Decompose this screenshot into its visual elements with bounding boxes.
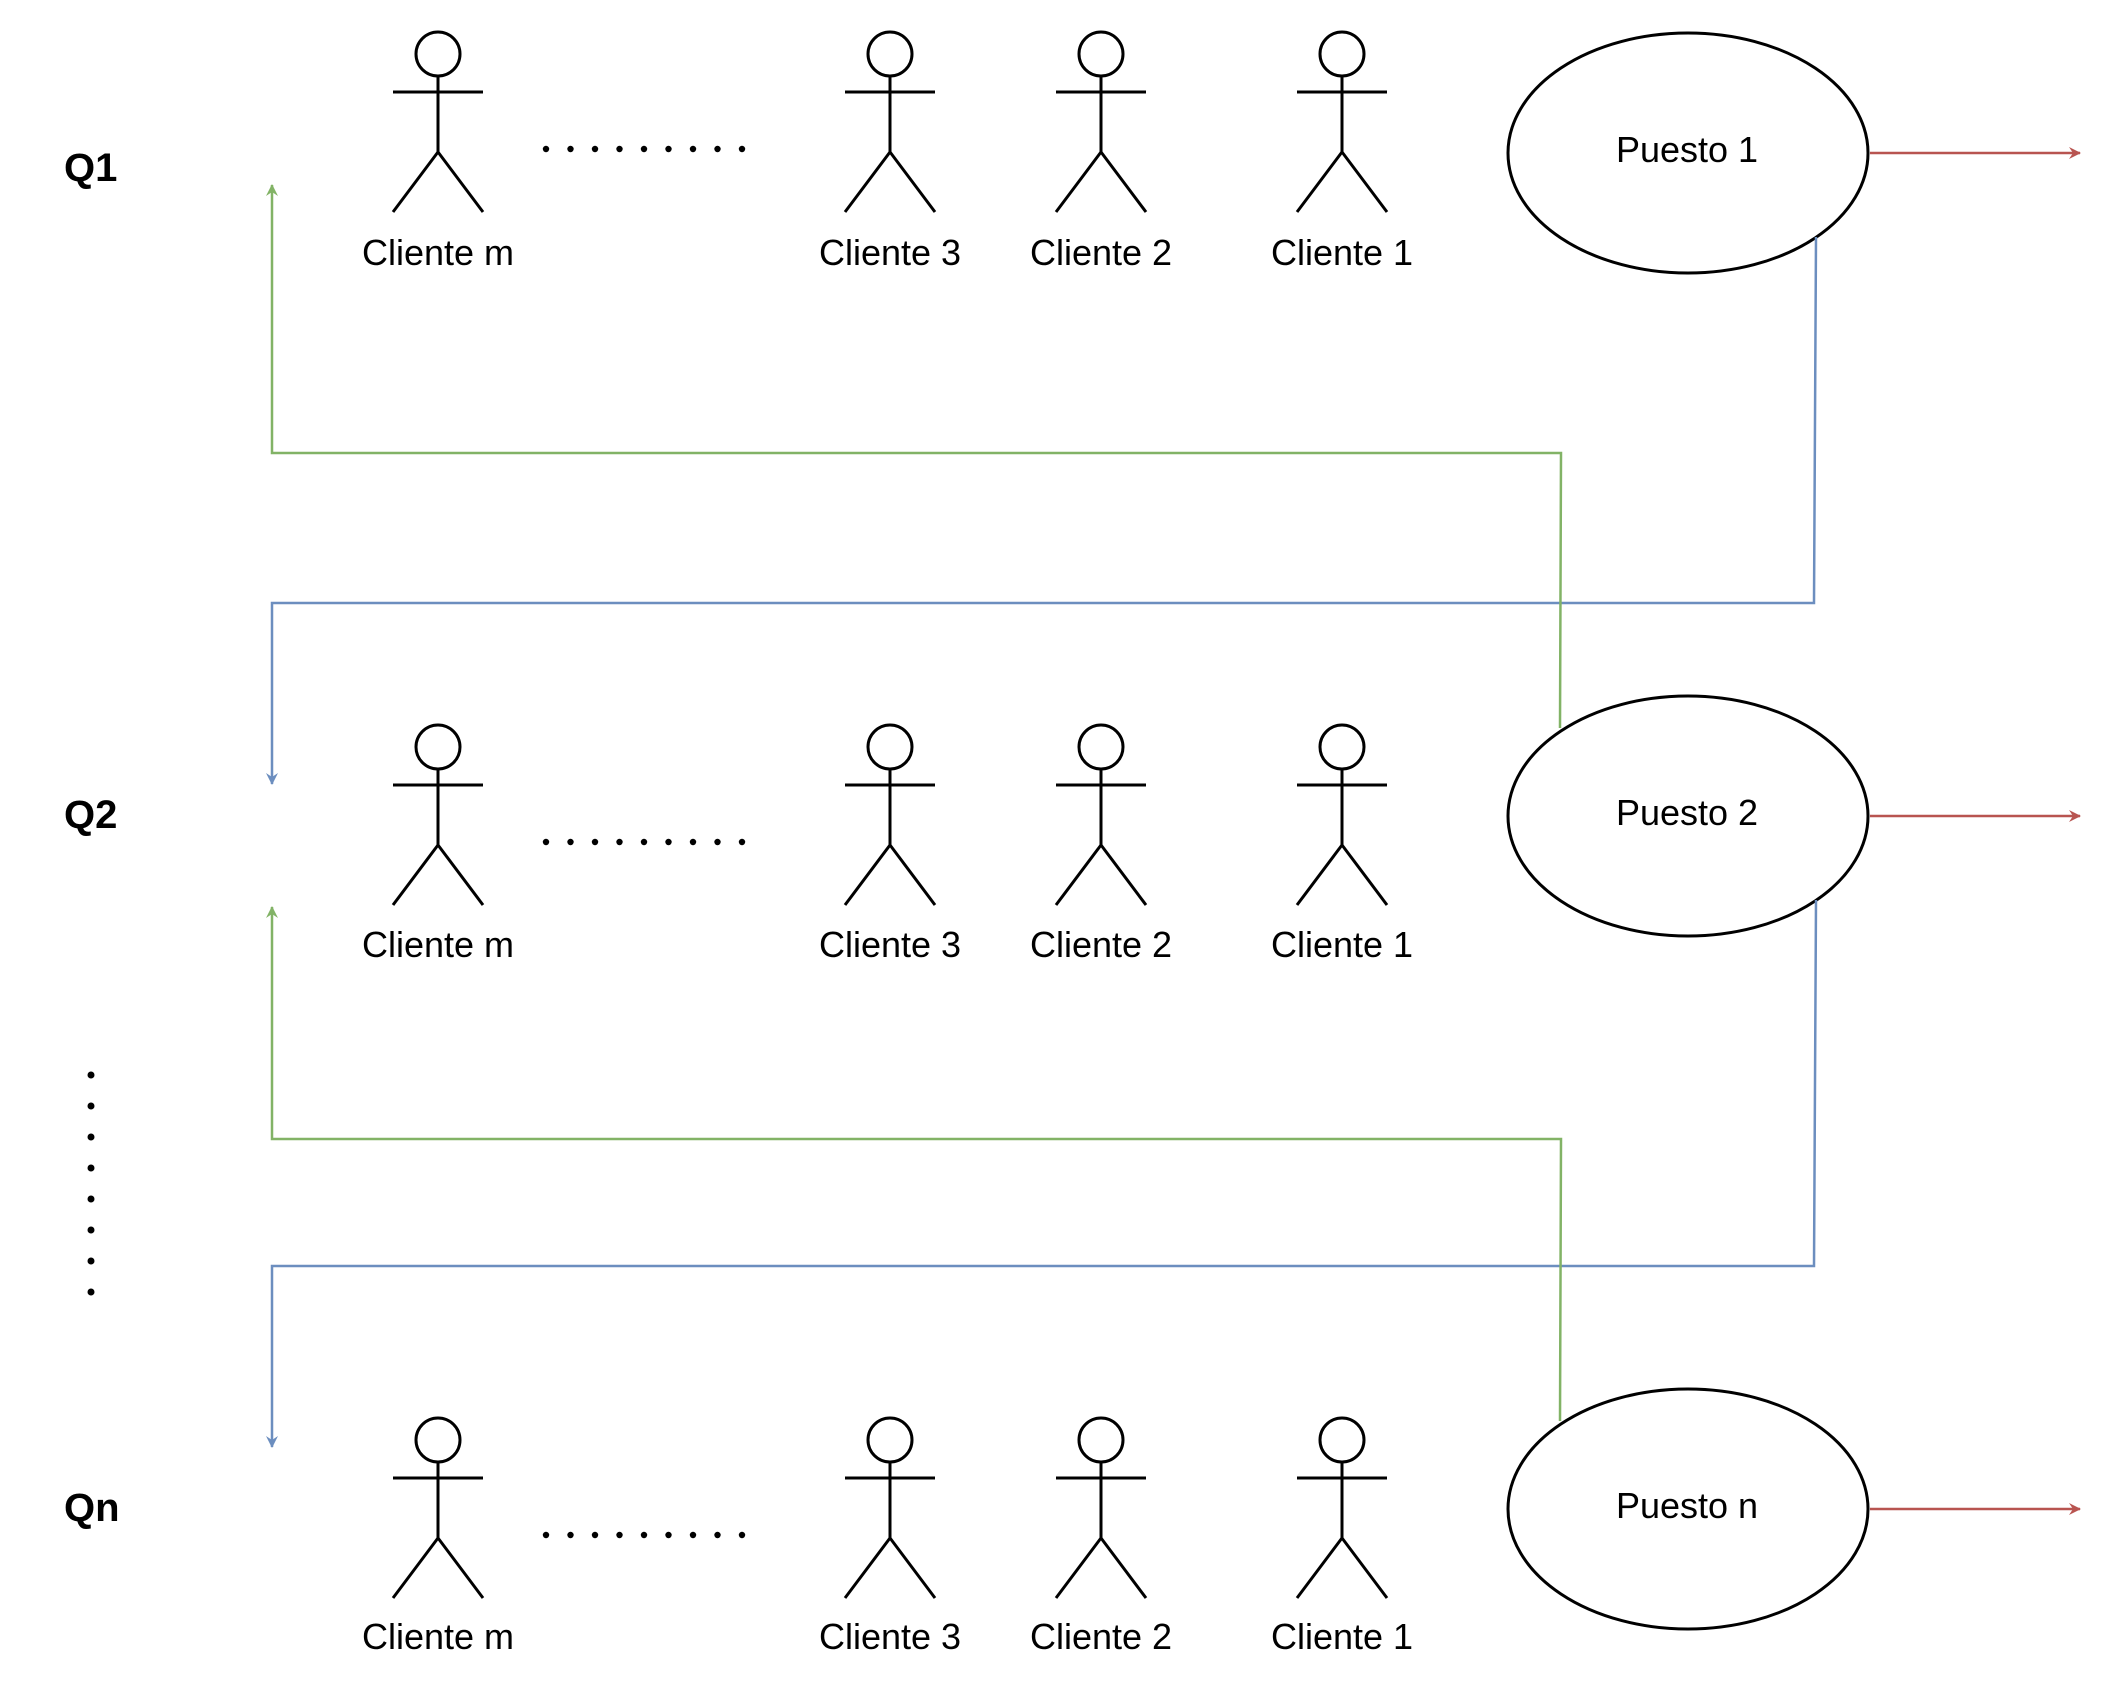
ellipsis-dot [616,145,623,153]
person-icon [1295,1416,1389,1599]
client-label: Cliente 1 [1270,924,1414,965]
ellipsis-dot [591,838,599,846]
ellipsis-dot [591,1531,599,1539]
client-label: Cliente 2 [1029,1616,1173,1657]
ellipsis-dot [738,1531,746,1539]
person-icon [843,723,937,906]
person-icon [1054,30,1148,213]
client-label: Cliente m [361,232,515,273]
forward-flow-connector [266,236,1818,785]
ellipsis-dot [87,1071,95,1079]
client-label: Cliente 3 [818,1616,962,1657]
client-label: Cliente 3 [818,232,962,273]
client-label: Cliente 1 [1270,1616,1414,1657]
station-label-1: Puesto 1 [1615,129,1759,170]
person-icon [1054,723,1148,906]
person-icon [391,1416,485,1599]
person-icon [843,30,937,213]
client-label: Cliente 1 [1270,232,1414,273]
ellipsis-dot [640,145,648,153]
ellipsis-dot [87,1195,95,1203]
person-icon [1054,1416,1148,1599]
ellipsis-dot [87,1164,95,1172]
ellipsis-dot [542,145,550,153]
ellipsis-dot [87,1288,95,1296]
ellipsis-dot [567,838,574,846]
client-label: Cliente 2 [1029,232,1173,273]
ellipsis-dot [714,145,721,153]
queue-label-q1: Q1 [64,146,118,190]
client-label: Cliente m [361,924,515,965]
station-node [1506,1387,1870,1631]
station-node [1506,694,1870,938]
ellipsis-dot [689,838,697,846]
ellipsis-dot [714,838,721,846]
ellipsis-dot [591,145,599,153]
ellipsis-dot [87,1102,95,1110]
ellipsis-dot [640,838,648,846]
ellipsis-dot [87,1133,95,1141]
station-node [1506,31,1870,275]
return-flow-connector [266,184,1563,729]
person-icon [1295,30,1389,213]
queue-label-q2: Q2 [64,793,118,837]
ellipsis-dot [689,145,697,153]
ellipsis-dot [714,1531,721,1539]
ellipsis-dot [542,838,550,846]
ellipsis-dot [665,838,672,846]
person-icon [843,1416,937,1599]
ellipsis-dot [665,1531,672,1539]
ellipsis-dot [567,145,574,153]
station-label-2: Puesto 2 [1615,792,1759,833]
person-icon [391,30,485,213]
ellipsis-dot [542,1531,550,1539]
queue-label-qn: Qn [64,1486,120,1530]
person-icon [1295,723,1389,906]
ellipsis-dot [640,1531,648,1539]
station-label-n: Puesto n [1615,1485,1759,1526]
forward-flow-connector [266,899,1818,1448]
ellipsis-dot [738,145,746,153]
client-label: Cliente 2 [1029,924,1173,965]
client-label: Cliente m [361,1616,515,1657]
ellipsis-dot [689,1531,697,1539]
ellipsis-dot [87,1257,95,1265]
client-label: Cliente 3 [818,924,962,965]
ellipsis-dot [567,1531,574,1539]
ellipsis-dot [616,1531,623,1539]
ellipsis-dot [738,838,746,846]
ellipsis-dot [616,838,623,846]
ellipsis-dot [87,1226,95,1234]
return-flow-connector [266,906,1563,1422]
ellipsis-dot [665,145,672,153]
person-icon [391,723,485,906]
